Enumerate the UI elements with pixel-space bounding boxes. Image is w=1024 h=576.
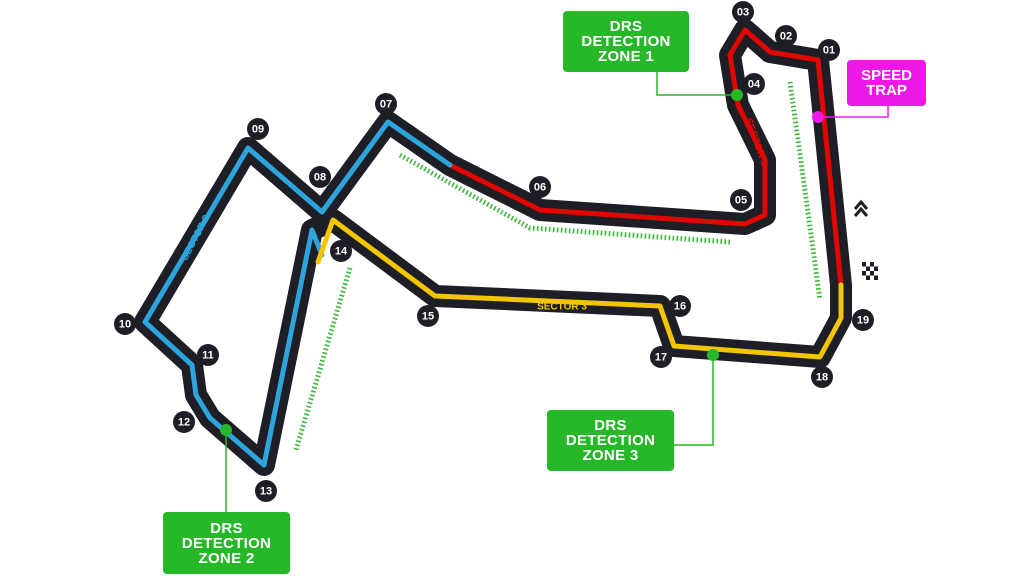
drs3-line3: ZONE 3 (582, 447, 639, 464)
corner-dot (669, 295, 691, 317)
corner-marker-17: 17 (650, 346, 672, 368)
speed-trap-leader (824, 106, 889, 118)
drs-detection-point-1 (731, 89, 743, 101)
corner-number: 10 (119, 319, 131, 331)
corner-marker-04: 04 (743, 73, 765, 95)
corner-dot (173, 411, 195, 433)
corner-number: 15 (422, 311, 434, 323)
corner-number: 04 (748, 79, 761, 91)
sector-3-line (315, 217, 844, 360)
corner-marker-01: 01 (818, 39, 840, 61)
corner-number: 08 (314, 172, 326, 184)
sector-1-line (447, 27, 844, 288)
corner-number: 13 (260, 486, 272, 498)
sector-2-line (142, 119, 453, 468)
corner-number: 17 (655, 352, 667, 364)
corner-dot (852, 309, 874, 331)
corner-dot (197, 344, 219, 366)
drs1-leader (656, 72, 731, 96)
corner-number: 12 (178, 417, 190, 429)
speed-trap-line2: TRAP (866, 82, 907, 99)
corner-dot (114, 313, 136, 335)
drs3-line2: DETECTION (565, 432, 656, 449)
corner-marker-06: 06 (529, 176, 551, 198)
corner-dot (743, 73, 765, 95)
speed-trap-point (812, 111, 824, 123)
corner-number: 14 (335, 246, 348, 258)
corner-number: 11 (202, 350, 214, 362)
corner-dot (811, 366, 833, 388)
corner-dot (417, 305, 439, 327)
drs1-line1: DRS (609, 18, 643, 35)
drs-zone-main-straight (787, 81, 823, 301)
drs-detection-zone-2-label: DRS DETECTION ZONE 2 (163, 512, 290, 574)
corner-dot (775, 25, 797, 47)
corner-number: 18 (816, 372, 828, 384)
speed-trap-line1: SPEED (861, 67, 912, 84)
drs3-leader (674, 361, 714, 446)
drs3-line1: DRS (594, 417, 627, 434)
corner-marker-16: 16 (669, 295, 691, 317)
drs-detection-zone-3-label: DRS DETECTION ZONE 3 (547, 410, 674, 471)
corner-number: 03 (737, 7, 749, 19)
corner-number: 05 (735, 195, 747, 207)
corner-marker-08: 08 (309, 166, 331, 188)
drs2-line3: ZONE 2 (198, 549, 255, 567)
corner-markers: 01 02 03 04 05 06 07 08 09 10 11 12 13 14 15 16 17 18 19 (114, 1, 874, 502)
corner-marker-14: 14 (330, 240, 352, 262)
corner-number: 02 (780, 31, 792, 43)
drs-detection-point-3 (707, 349, 719, 361)
drs-detection-zone-1-label: DRS DETECTION ZONE 1 (563, 11, 689, 72)
corner-number: 19 (857, 315, 869, 327)
corner-number: 06 (534, 182, 546, 194)
corner-dot (529, 176, 551, 198)
corner-marker-03: 03 (732, 1, 754, 23)
corner-dot (309, 166, 331, 188)
corner-dot (730, 189, 752, 211)
corner-marker-07: 07 (375, 93, 397, 115)
drs2-line1: DRS (210, 519, 243, 537)
corner-dot (818, 39, 840, 61)
speed-trap-label: SPEED TRAP (847, 60, 926, 106)
corner-marker-19: 19 (852, 309, 874, 331)
corner-marker-09: 09 (247, 118, 269, 140)
corner-dot (330, 240, 352, 262)
corner-marker-12: 12 (173, 411, 195, 433)
corner-dot (255, 480, 277, 502)
corner-marker-05: 05 (730, 189, 752, 211)
corner-number: 07 (380, 99, 392, 111)
corner-marker-15: 15 (417, 305, 439, 327)
corner-marker-11: 11 (197, 344, 219, 366)
corner-number: 01 (823, 45, 835, 57)
drs-zone-back-straight (398, 152, 731, 245)
drs2-line2: DETECTION (181, 534, 272, 552)
corner-dot (732, 1, 754, 23)
corner-marker-18: 18 (811, 366, 833, 388)
drs1-line2: DETECTION (581, 33, 671, 50)
corner-number: 09 (252, 124, 264, 136)
corner-number: 16 (674, 301, 686, 313)
sector-3-label: SECTOR 3 (537, 302, 587, 313)
corner-dot (375, 93, 397, 115)
corner-marker-02: 02 (775, 25, 797, 47)
double-chevron-up-icon (853, 199, 869, 217)
drs-detection-point-2 (220, 424, 232, 436)
corner-marker-10: 10 (114, 313, 136, 335)
corner-marker-13: 13 (255, 480, 277, 502)
drs1-line3: ZONE 1 (598, 48, 654, 65)
corner-dot (247, 118, 269, 140)
corner-dot (650, 346, 672, 368)
checkered-flag-icon (862, 262, 878, 280)
